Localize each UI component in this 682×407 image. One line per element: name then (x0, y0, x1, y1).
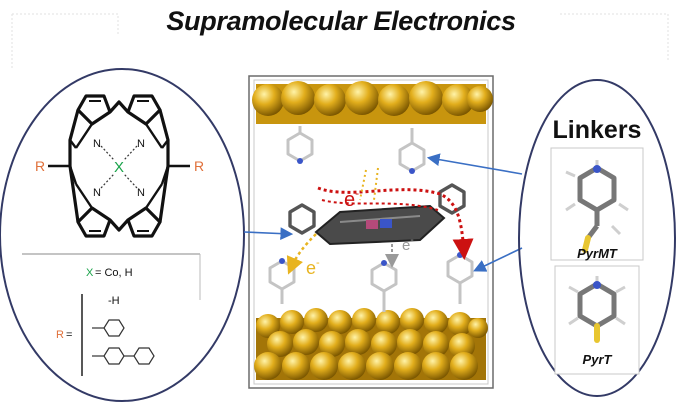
electron-label-red: e- (344, 186, 359, 211)
x-definition-value: = Co, H (95, 267, 133, 279)
background-frame (11, 13, 669, 70)
substituent-label-left: R (35, 158, 45, 174)
r-definition-eq: = (66, 329, 72, 341)
red-electron-path-secondary (321, 199, 439, 211)
r-option-biphenyl (92, 347, 155, 365)
r-definition-prefix: R (56, 329, 64, 341)
linker-name-pyrmt: PyrMT (577, 246, 618, 261)
linkers-ellipse (518, 79, 676, 397)
page-title: Supramolecular Electronics (166, 6, 516, 36)
porphyrin-molecule (48, 94, 190, 238)
electron-label-gray: e- (402, 235, 414, 254)
r-option-phenyl (92, 319, 125, 337)
linker-name-pyrt: PyrT (583, 352, 613, 367)
nitrogen-label: N (137, 187, 145, 199)
metal-label: X (114, 159, 124, 176)
junction-linkers (268, 126, 474, 312)
linkers-heading: Linkers (553, 116, 642, 144)
nitrogen-label: N (137, 138, 145, 150)
pointer-arrow-linker-top (426, 153, 523, 175)
nitrogen-label: N (93, 187, 101, 199)
pyrt-molecule (568, 276, 626, 343)
yellow-electron-path-top (359, 167, 379, 201)
pointer-arrow-linker-bottom (473, 247, 523, 272)
pyrmt-molecule (565, 160, 629, 253)
junction-phenyls (288, 183, 466, 235)
r-option-h: -H (108, 295, 120, 307)
electron-label-yellow: e- (306, 257, 320, 278)
x-definition-prefix: X (86, 267, 94, 279)
pointer-arrow-porphyrin (243, 227, 294, 240)
bottom-gold-electrode (254, 308, 488, 380)
junction-porphyrin (314, 204, 446, 246)
porphyrin-ellipse (0, 68, 245, 402)
nitrogen-label: N (93, 138, 101, 150)
substituent-label-right: R (194, 158, 204, 174)
top-gold-electrode (252, 81, 493, 124)
metal-coordination (100, 145, 138, 189)
